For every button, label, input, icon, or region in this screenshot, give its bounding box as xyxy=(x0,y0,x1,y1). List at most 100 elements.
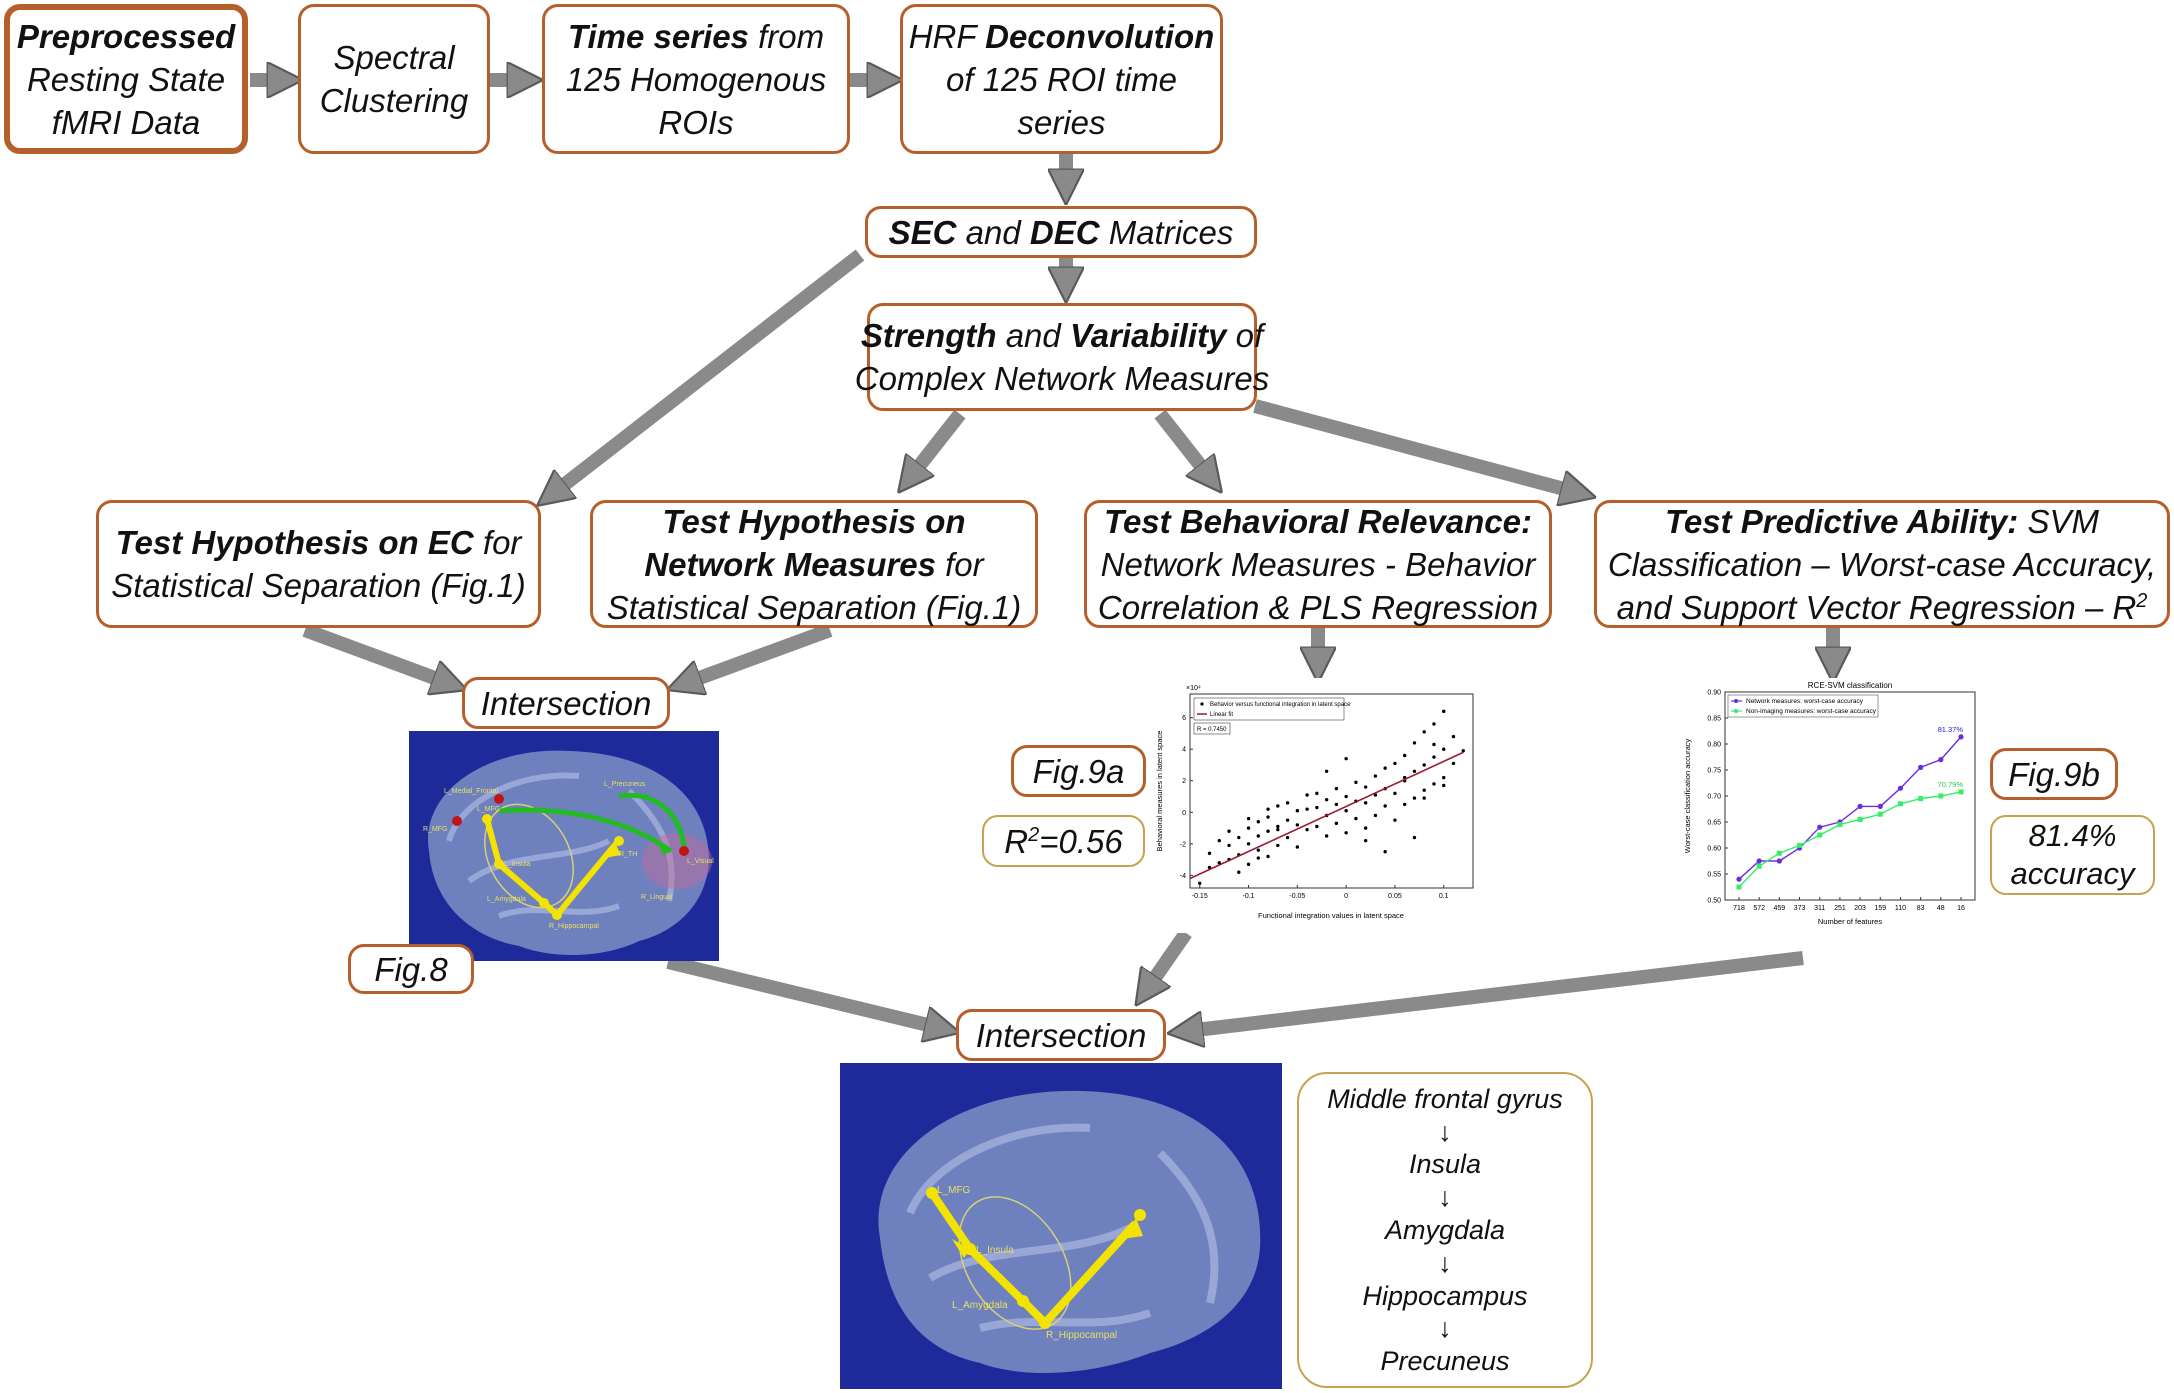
line-xtick-label: 718 xyxy=(1733,905,1745,912)
scatter-point xyxy=(1412,835,1417,840)
pathway-sequence-box: Middle frontal gyrus ↓ Insula ↓ Amygdala… xyxy=(1297,1072,1593,1388)
scatter-legend-fit: Linear fit xyxy=(1210,712,1233,718)
pathway-arrow: ↓ xyxy=(1438,1313,1452,1344)
intersection-box-2: Intersection xyxy=(956,1009,1166,1061)
scatter-xtick-label: -0.1 xyxy=(1243,893,1255,900)
arrow-strength-test-beh xyxy=(1154,409,1204,470)
scatter-chart-fig9a: ×10⁴ Behavior versus functional integrat… xyxy=(1150,678,1480,933)
line-xtick-label: 203 xyxy=(1854,905,1866,912)
preprocessed-data-box: Preprocessed Resting State fMRI Data xyxy=(4,4,248,154)
brain-label: L_MFG xyxy=(477,806,500,813)
brain-label: L_Amygdala xyxy=(952,1300,1008,1311)
scatter-point xyxy=(1266,829,1270,833)
line-point xyxy=(1756,858,1762,864)
scatter-point xyxy=(1256,848,1261,852)
pathway-arrow: ↓ xyxy=(1438,1182,1452,1213)
scatter-xtick-label: -0.15 xyxy=(1192,893,1208,900)
arrow-chart9a-intersection2 xyxy=(1152,929,1192,982)
scatter-point xyxy=(1295,845,1300,849)
line-series-1 xyxy=(1738,791,1962,888)
scatter-point xyxy=(1217,861,1221,865)
scatter-point xyxy=(1276,843,1280,848)
scatter-point xyxy=(1324,769,1329,773)
scatter-point xyxy=(1442,747,1446,751)
brain-label: L_Precuneus xyxy=(604,781,646,788)
r-squared-value: R2=0.56 xyxy=(982,815,1145,867)
brain-label: R_Lingual xyxy=(641,894,673,901)
scatter-point xyxy=(1432,722,1436,726)
line-xtick-label: 459 xyxy=(1774,905,1786,912)
arrow-strength-test-nm xyxy=(916,409,966,470)
line-ytick-label: 0.50 xyxy=(1707,898,1721,905)
scatter-point xyxy=(1442,709,1446,714)
scatter-point xyxy=(1256,820,1261,824)
line-ytick-label: 0.80 xyxy=(1707,742,1721,749)
scatter-point xyxy=(1422,763,1426,767)
pathway-region: Precuneus xyxy=(1380,1346,1510,1377)
test-predictive-ability-box: Test Predictive Ability: SVM Classificat… xyxy=(1594,500,2170,628)
scatter-point xyxy=(1461,749,1465,753)
scatter-point xyxy=(1432,755,1436,759)
line-ytick-label: 0.90 xyxy=(1707,690,1721,697)
scatter-point xyxy=(1402,753,1407,758)
scatter-legend-points: Behavior versus functional integration i… xyxy=(1210,702,1351,708)
scatter-point xyxy=(1393,791,1397,796)
scatter-point xyxy=(1324,797,1329,802)
test-hypothesis-ec-box: Test Hypothesis on EC for Statistical Se… xyxy=(96,500,541,628)
scatter-point xyxy=(1266,854,1270,859)
scatter-point xyxy=(1422,730,1426,734)
scatter-point xyxy=(1451,761,1456,766)
scatter-point xyxy=(1402,802,1407,807)
scatter-ytick-label: 2 xyxy=(1182,778,1186,785)
scatter-point xyxy=(1324,834,1329,838)
line-end-label: 81.37% xyxy=(1938,725,1964,734)
line-point xyxy=(1776,850,1782,856)
arrow-strength-test-pred xyxy=(1253,399,1568,490)
test-hypothesis-network-measures-box: Test Hypothesis on Network Measures for … xyxy=(590,500,1038,628)
line-point xyxy=(1736,876,1742,882)
scatter-point xyxy=(1373,774,1378,778)
brain-label: R_Hippocampal xyxy=(549,923,599,930)
scatter-point xyxy=(1256,856,1261,860)
scatter-point xyxy=(1198,881,1202,885)
scatter-point xyxy=(1295,809,1300,813)
scatter-point xyxy=(1227,843,1231,848)
line-xtick-label: 16 xyxy=(1957,905,1965,912)
line-xtick-label: 373 xyxy=(1794,905,1806,912)
line-end-label: 70.79% xyxy=(1938,780,1964,789)
scatter-point xyxy=(1412,741,1417,745)
spectral-clustering-box: Spectral Clustering xyxy=(298,4,490,154)
brain-label: R_Hippocampal xyxy=(1046,1330,1117,1341)
fig8-label: Fig.8 xyxy=(348,944,474,994)
line-point xyxy=(1958,734,1964,740)
line-xtick-label: 251 xyxy=(1834,905,1846,912)
brain-label: R_TH xyxy=(619,851,637,858)
scatter-point xyxy=(1246,842,1251,846)
arrow-test-nm-intersection xyxy=(694,623,833,680)
line-ytick-label: 0.65 xyxy=(1707,820,1721,827)
scatter-point xyxy=(1285,801,1290,805)
pathway-region: Hippocampus xyxy=(1362,1280,1528,1311)
brain-pathway-image: L_MFG L_Insula L_Amygdala R_Hippocampal xyxy=(840,1063,1282,1389)
arrow-brain-intersection2 xyxy=(666,955,932,1026)
brain-label: L_Visual xyxy=(687,858,714,865)
scatter-point xyxy=(1363,785,1368,789)
line-series-0 xyxy=(1738,736,1962,880)
scatter-xtick-label: 0.1 xyxy=(1439,893,1449,900)
scatter-ytick-label: -4 xyxy=(1180,873,1186,880)
scatter-point xyxy=(1256,834,1261,838)
line-ytick-label: 0.85 xyxy=(1707,716,1721,723)
scatter-ylabel: Behavioral measures in latent space xyxy=(1155,731,1164,852)
line-xtick-label: 572 xyxy=(1753,905,1765,912)
line-ytick-label: 0.75 xyxy=(1707,768,1721,775)
scatter-point xyxy=(1363,801,1368,805)
scatter-point xyxy=(1246,862,1251,867)
scatter-point xyxy=(1227,829,1231,833)
line-ylabel: Worst-case classification accuracy xyxy=(1683,739,1692,854)
scatter-point xyxy=(1305,807,1309,811)
line-xtick-label: 83 xyxy=(1917,905,1925,912)
scatter-ytick-label: 6 xyxy=(1182,715,1186,722)
line-xtick-label: 159 xyxy=(1874,905,1886,912)
scatter-point xyxy=(1276,827,1280,832)
